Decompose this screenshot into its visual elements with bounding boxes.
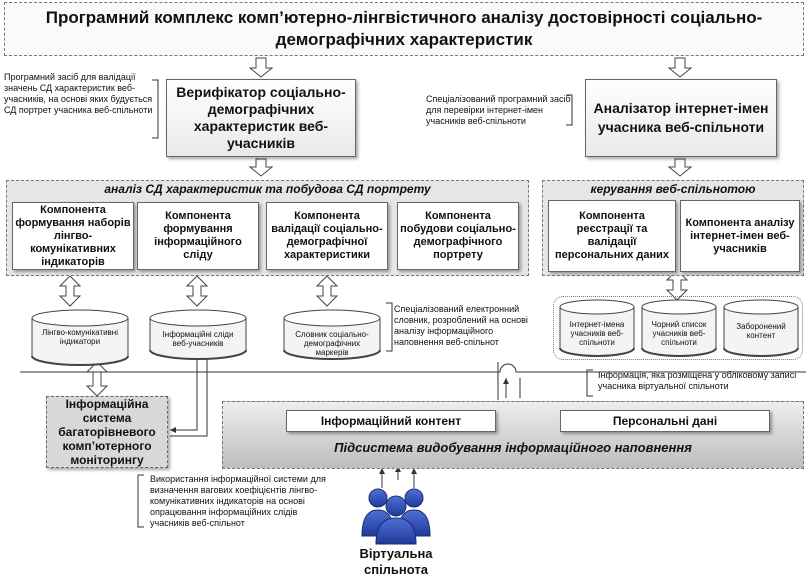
personal-data-box[interactable]: Персональні дані — [560, 410, 770, 432]
main-title-frame: Програмний комплекс комп’ютерно-лінгвіст… — [4, 2, 804, 56]
db-blacklist[interactable]: Чорний список учасників веб-спільноти — [640, 298, 718, 358]
subsystem-title: Підсистема видобування інформаційного на… — [334, 440, 692, 455]
db-sd-dictionary-label: Словник соціально-демографічних маркерів — [295, 330, 369, 357]
component-info-trace[interactable]: Компонента формування інформаційного слі… — [137, 202, 259, 270]
verifier-label: Верифікатор соціально-демографічних хара… — [176, 84, 346, 151]
double-arrow-trace — [185, 275, 209, 307]
management-group-title: керування веб-спільнотою — [590, 182, 756, 196]
info-content-box[interactable]: Інформаційний контент — [286, 410, 496, 432]
double-arrow-dictionary — [315, 275, 339, 307]
arrow-title-to-analyzer — [667, 57, 693, 78]
db-lingvo-indicators[interactable]: Лінгво-комунікативні індикатори — [30, 308, 130, 368]
info-system-box[interactable]: Інформаційна система багаторівневого ком… — [46, 396, 168, 468]
virtual-community[interactable]: Віртуальна спільнота — [348, 484, 444, 582]
cylinder-icon — [149, 309, 247, 360]
cylinder-icon — [641, 299, 717, 357]
db-sd-dictionary[interactable]: Словник соціально-демографічних маркерів — [282, 308, 382, 362]
db-internet-names-label: Інтернет-імена учасників веб-спільноти — [569, 320, 625, 347]
main-title: Програмний комплекс комп’ютерно-лінгвіст… — [45, 8, 763, 49]
verifier-note: Програмний засіб для валідації значень С… — [4, 72, 153, 115]
people-group-icon — [361, 488, 431, 545]
info-system-note: Використання інформаційної системи для в… — [150, 474, 326, 528]
virtual-community-label: Віртуальна спільнота — [359, 546, 433, 577]
subsystem-note: Інформація, яка розміщена у обліковому з… — [598, 370, 797, 391]
cylinder-icon — [559, 299, 635, 357]
management-db-group — [553, 296, 803, 360]
component-sd-validation[interactable]: Компонента валідації соціально-демографі… — [266, 202, 388, 270]
analysis-group-title: аналіз СД характеристик та побудова СД п… — [104, 182, 431, 196]
component-registration[interactable]: Компонента реєстрації та валідації персо… — [548, 200, 676, 272]
component-name-analysis[interactable]: Компонента аналізу інтернет-імен веб-уча… — [680, 200, 800, 272]
db-info-traces[interactable]: Інформаційні сліди веб-учасників — [148, 308, 248, 362]
analyzer-note: Спеціалізований програмний засіб для пер… — [426, 94, 571, 126]
db-lingvo-label: Лінгво-комунікативні індикатори — [42, 328, 118, 346]
verifier-box[interactable]: Верифікатор соціально-демографічних хара… — [166, 79, 356, 157]
db-forbidden-content[interactable]: Заборонений контент — [722, 298, 800, 358]
cylinder-icon — [283, 309, 381, 360]
component-lingvo-indicators[interactable]: Компонента формування наборів лінгво-ком… — [12, 202, 134, 270]
analyzer-box[interactable]: Аналізатор інтернет-імен учасника веб-сп… — [585, 79, 777, 157]
dictionary-note: Спеціалізований електронний словник, роз… — [394, 304, 528, 347]
cylinder-icon — [31, 309, 129, 366]
arrow-title-to-verifier — [248, 57, 274, 78]
arrow-analyzer-to-management — [667, 158, 693, 177]
double-arrow-lingvo — [58, 275, 82, 307]
db-internet-names[interactable]: Інтернет-імена учасників веб-спільноти — [558, 298, 636, 358]
db-info-traces-label: Інформаційні сліди веб-учасників — [162, 330, 234, 348]
db-blacklist-label: Чорний список учасників веб-спільноти — [651, 320, 707, 347]
analyzer-label: Аналізатор інтернет-імен учасника веб-сп… — [593, 100, 769, 135]
cylinder-icon — [723, 299, 799, 357]
arrow-verifier-to-analysis — [248, 158, 274, 177]
info-system-label: Інформаційна система багаторівневого ком… — [58, 397, 156, 467]
component-sd-portrait[interactable]: Компонента побудови соціально-демографіч… — [397, 202, 519, 270]
db-forbidden-label: Заборонений контент — [736, 322, 786, 340]
